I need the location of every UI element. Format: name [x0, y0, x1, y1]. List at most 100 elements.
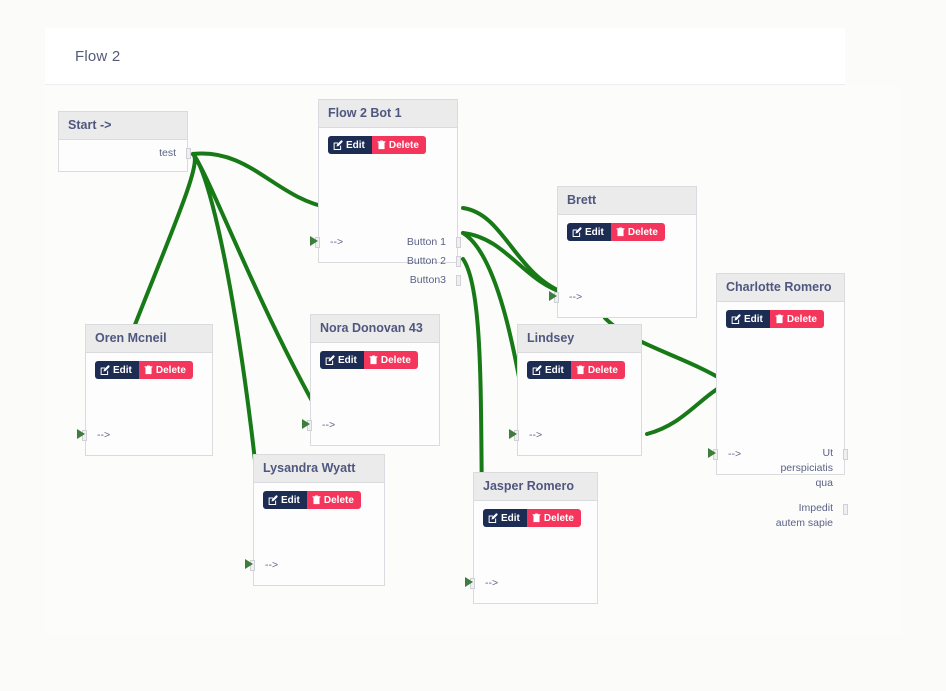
node-actions: Edit Delete [254, 483, 384, 509]
output-port[interactable]: Button 1 [319, 233, 461, 252]
port-marker [456, 237, 461, 248]
input-ports: --> [245, 556, 384, 575]
node-title: Nora Donovan 43 [311, 315, 439, 343]
node-actions: Edit Delete [717, 302, 844, 328]
node-title: Lindsey [518, 325, 641, 353]
output-port-label: test [159, 147, 176, 159]
flow-node-nora-donovan-43[interactable]: Nora Donovan 43 Edit Delete --> [302, 314, 440, 446]
port-marker [843, 449, 848, 460]
output-ports: Button 1 Button 2 Button3 [319, 233, 461, 290]
port-arrow-icon [465, 577, 473, 587]
edit-button-label: Edit [744, 313, 763, 325]
output-port[interactable]: Impedit autem sapie [717, 500, 848, 531]
delete-button-label: Delete [388, 139, 419, 151]
input-port-label: --> [569, 291, 583, 303]
pencil-square-icon [100, 365, 110, 375]
node-title: Start -> [59, 112, 187, 140]
edit-button[interactable]: Edit [263, 491, 307, 509]
flow-node-flow2bot1[interactable]: Flow 2 Bot 1 Edit Delete -->Button 1 Button … [310, 99, 461, 286]
edit-button-label: Edit [346, 139, 365, 151]
connection-edge[interactable] [191, 151, 332, 210]
edit-button[interactable]: Edit [483, 509, 527, 527]
input-port[interactable]: --> [549, 288, 696, 307]
delete-button[interactable]: Delete [769, 310, 824, 328]
node-title: Flow 2 Bot 1 [319, 100, 457, 128]
port-arrow-icon [77, 429, 85, 439]
delete-button[interactable]: Delete [570, 361, 625, 379]
pencil-square-icon [488, 513, 498, 523]
delete-button-label: Delete [786, 313, 817, 325]
connection-edge[interactable] [461, 231, 569, 296]
input-port-label: --> [728, 448, 742, 460]
trash-icon [312, 495, 321, 505]
node-actions: Edit Delete [86, 353, 212, 379]
input-port-label: --> [265, 559, 279, 571]
edit-button[interactable]: Edit [726, 310, 770, 328]
card-header: Flow 2 [45, 28, 845, 85]
delete-button[interactable]: Delete [306, 491, 361, 509]
output-port[interactable]: Button 2 [319, 252, 461, 271]
input-port[interactable]: --> [245, 556, 384, 575]
edit-button[interactable]: Edit [320, 351, 364, 369]
edit-button-label: Edit [113, 364, 132, 376]
edit-button[interactable]: Edit [527, 361, 571, 379]
edit-button[interactable]: Edit [328, 136, 372, 154]
input-port[interactable]: --> [708, 445, 844, 464]
input-ports: --> [708, 445, 844, 464]
input-port[interactable]: --> [77, 426, 212, 445]
edit-button[interactable]: Edit [567, 223, 611, 241]
trash-icon [369, 355, 378, 365]
delete-button[interactable]: Delete [526, 509, 581, 527]
input-port[interactable]: --> [310, 233, 457, 252]
port-arrow-icon [302, 419, 310, 429]
flow-card: Flow 2 [45, 28, 845, 85]
output-port[interactable]: Ut perspiciatis qua [717, 445, 848, 491]
pencil-square-icon [731, 314, 741, 324]
delete-button[interactable]: Delete [363, 351, 418, 369]
edit-button[interactable]: Edit [95, 361, 139, 379]
node-title: Oren Mcneil [86, 325, 212, 353]
pencil-square-icon [333, 140, 343, 150]
delete-button[interactable]: Delete [138, 361, 193, 379]
node-body: Edit Delete --> [245, 483, 384, 571]
output-port-label: Button 2 [406, 255, 446, 267]
output-port[interactable]: Button3 [319, 271, 461, 290]
connection-edge[interactable] [461, 206, 569, 296]
delete-button-label: Delete [380, 354, 411, 366]
port-arrow-icon [245, 559, 253, 569]
trash-icon [377, 140, 386, 150]
delete-button-label: Delete [627, 226, 658, 238]
page-title: Flow 2 [75, 47, 121, 65]
output-port[interactable]: test [59, 144, 191, 163]
input-ports: --> [302, 416, 439, 435]
delete-button[interactable]: Delete [610, 223, 665, 241]
delete-button-label: Delete [323, 494, 354, 506]
input-port[interactable]: --> [302, 416, 439, 435]
trash-icon [532, 513, 541, 523]
port-arrow-icon [310, 236, 318, 246]
node-body: Edit Delete -->Button 1 Button 2 Button3 [310, 128, 461, 286]
delete-button[interactable]: Delete [371, 136, 426, 154]
input-port[interactable]: --> [509, 426, 641, 445]
input-port[interactable]: --> [465, 574, 597, 593]
output-port-label: Button3 [409, 274, 446, 286]
flow-node-start[interactable]: Start -> test [58, 111, 191, 172]
trash-icon [616, 227, 625, 237]
trash-icon [775, 314, 784, 324]
delete-button-label: Delete [155, 364, 186, 376]
